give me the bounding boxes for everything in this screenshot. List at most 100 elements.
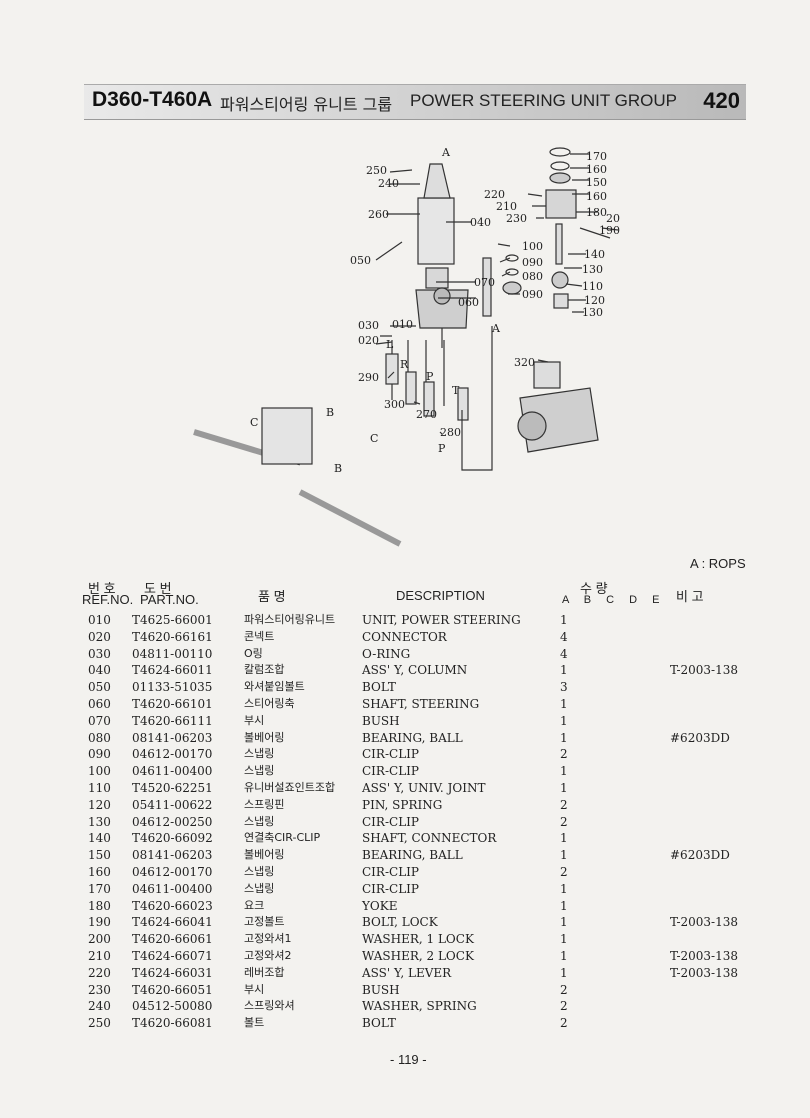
connector-shaft	[555, 223, 563, 265]
quantity: 2	[560, 982, 568, 997]
col-part-eng: PART.NO.	[140, 592, 199, 607]
quantity: 2	[560, 864, 568, 879]
quantity: 4	[560, 629, 568, 644]
description: WASHER, 2 LOCK	[362, 948, 474, 963]
part-no: T4625-66001	[132, 613, 213, 627]
part-no: 01133-51035	[132, 680, 213, 695]
description: CIR-CLIP	[362, 764, 419, 779]
part-no: T4624-66011	[132, 663, 213, 678]
group-title-korean: 파워스티어링 유니트 그룹	[220, 95, 393, 114]
ref-no: 090	[88, 747, 111, 762]
col-qty-letters: A B C D E	[562, 594, 666, 606]
ref-no: 250	[88, 1016, 111, 1031]
part-name-kor: 볼트	[244, 1016, 265, 1030]
callout-110: 110	[582, 280, 603, 293]
col-ref-kor: 번 호	[88, 581, 116, 596]
callout-020: 020	[358, 334, 379, 347]
part-name-kor: 연결축CIR-CLIP	[244, 831, 321, 845]
ref-no: 080	[88, 730, 111, 745]
ref-no: 190	[88, 915, 111, 930]
ref-no: 210	[88, 948, 111, 963]
ref-no: 050	[88, 680, 111, 695]
quantity: 1	[560, 780, 568, 795]
letter-b-left: B	[326, 406, 334, 419]
quantity: 1	[560, 713, 568, 728]
group-number: 420	[703, 88, 740, 113]
description: WASHER, SPRING	[362, 999, 477, 1014]
part-no: T4624-66031	[132, 965, 213, 980]
quantity: 1	[560, 730, 568, 745]
quantity: 1	[560, 915, 568, 930]
remarks: T-2003-138	[670, 948, 739, 963]
part-no: 04611-00400	[132, 764, 213, 779]
callout-230: 230	[506, 212, 527, 225]
part-no: T4620-66092	[132, 831, 213, 846]
ref-no: 170	[88, 881, 111, 896]
part-no: T4620-66051	[132, 982, 213, 997]
part-no: T4620-66061	[132, 932, 213, 947]
callout-060: 060	[458, 296, 479, 309]
description: ASS' Y, COLUMN	[362, 663, 468, 678]
part-no: 04512-50080	[132, 999, 213, 1014]
part-name-kor: 스냅링	[244, 764, 275, 778]
callout-280: 280	[440, 426, 461, 439]
quantity: 1	[560, 932, 568, 947]
callout-090-b: 090	[522, 288, 543, 301]
quantity: 2	[560, 999, 568, 1014]
steering-unit	[415, 289, 469, 329]
callout-190: 190	[599, 224, 620, 237]
part-no: 04611-00400	[132, 881, 213, 896]
part-name-kor: 와셔붙임볼트	[244, 680, 305, 694]
quantity: 1	[560, 696, 568, 711]
ref-no: 130	[88, 814, 111, 829]
col-part-kor: 도 번	[144, 581, 172, 596]
description: SHAFT, CONNECTOR	[362, 831, 497, 846]
part-no: 08141-06203	[132, 730, 213, 745]
ref-no: 030	[88, 646, 111, 661]
callout-270: 270	[416, 408, 437, 421]
part-name-kor: 볼베어링	[244, 848, 285, 862]
part-name-kor: 콘넥트	[244, 629, 275, 643]
letter-c-mid: C	[370, 432, 378, 445]
ref-no: 010	[88, 613, 111, 627]
quantity: 1	[560, 965, 568, 980]
quantity: 1	[560, 663, 568, 678]
letter-p-bottom: P	[438, 442, 446, 455]
callout-260: 260	[368, 208, 389, 221]
part-name-kor: 스냅링	[244, 747, 275, 761]
callout-010: 010	[392, 318, 413, 331]
quantity: 1	[560, 613, 568, 627]
remarks: T-2003-138	[670, 915, 739, 930]
callout-220: 220	[484, 188, 505, 201]
callout-030: 030	[358, 319, 379, 332]
ref-no: 220	[88, 965, 111, 980]
part-name-kor: 스냅링	[244, 864, 275, 878]
part-name-kor: O링	[244, 646, 263, 660]
part-no: 04612-00170	[132, 864, 213, 879]
callout-080: 080	[522, 270, 543, 283]
callout-050: 050	[350, 254, 371, 267]
bush	[425, 267, 449, 289]
callout-200: 200	[606, 212, 620, 225]
description: BEARING, BALL	[362, 730, 463, 745]
description: O-RING	[362, 646, 411, 661]
part-name-kor: 부시	[244, 982, 265, 996]
col-description: DESCRIPTION	[396, 588, 485, 603]
remarks: #6203DD	[670, 848, 730, 863]
